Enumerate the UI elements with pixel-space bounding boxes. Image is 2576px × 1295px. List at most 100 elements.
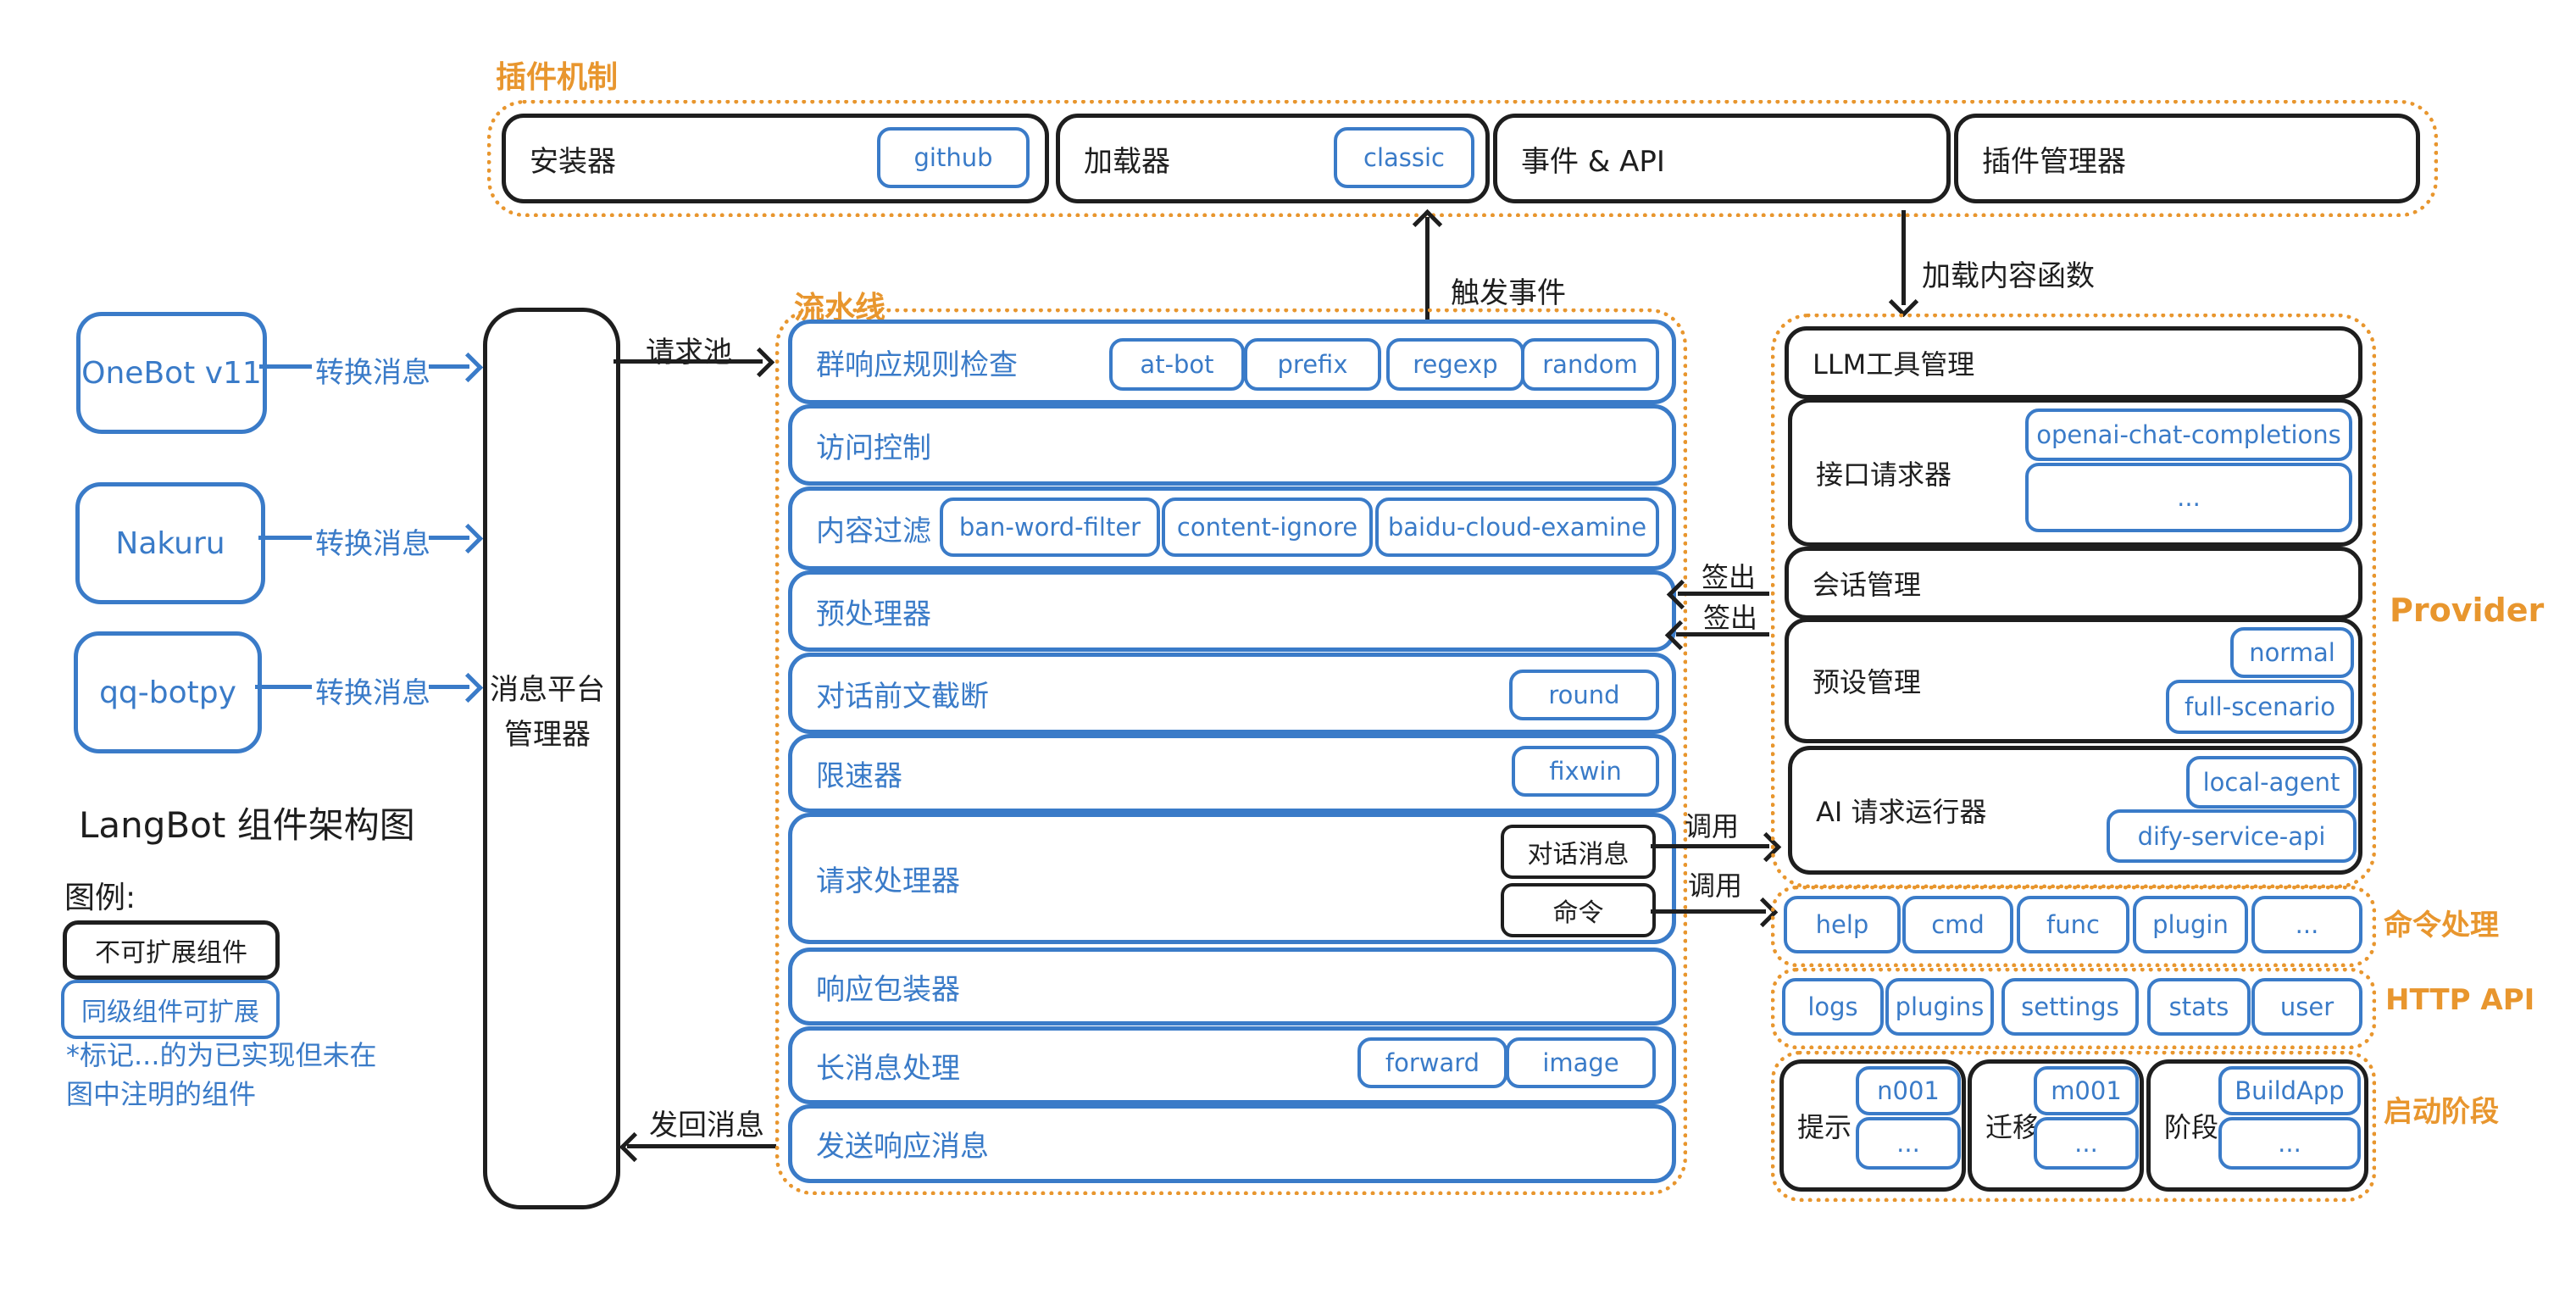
bot-qqbotpy-label: qq-botpy [99,675,236,710]
convert-msg-label-2: 转换消息 [315,527,430,561]
chip-random: random [1521,338,1659,391]
chip-settings: settings [2001,978,2139,1036]
diagram-title: LangBot 组件架构图 [79,804,415,846]
checkout-arrow-line-2 [1676,632,1769,636]
convert-msg-arrowhead-2-icon [452,523,484,554]
command-group-label: 命令处理 [2384,909,2499,942]
bot-onebot-label: OneBot v11 [81,355,262,391]
convert-msg-arrowhead-3-icon [452,672,484,703]
convert-msg-label-1: 转换消息 [315,356,430,390]
convert-msg-line-2 [258,536,312,540]
event-api-box: 事件 & API [1493,114,1951,203]
chip-local-agent: local-agent [2186,756,2357,809]
http-api-label: HTTP API [2385,983,2535,1017]
plugin-manager-label: 插件管理器 [1982,144,2126,179]
loader-label: 加载器 [1084,144,1170,179]
legend-peer-extensible-box: 同级组件可扩展 [61,980,280,1039]
invoke-arrow-line-1 [1651,844,1769,848]
chip-command-more: ... [2251,896,2362,953]
chip-prompt-more: ... [1856,1117,1961,1170]
http-api-border [1771,968,2376,1049]
event-api-label: 事件 & API [1521,144,1665,179]
pipeline-row-response-wrapper: 响应包装器 [788,948,1676,1025]
trigger-event-label: 触发事件 [1451,276,1566,310]
chip-forward: forward [1357,1037,1507,1088]
provider-label: Provider [2390,592,2545,629]
chip-full-scenario: full-scenario [2166,680,2354,734]
checkout-label-2: 签出 [1703,602,1758,634]
load-content-funcs-arrowhead-icon [1888,286,1919,318]
bot-nakuru-label: Nakuru [115,525,225,561]
send-back-arrow-line [627,1144,776,1148]
pipeline-row-preprocessor: 预处理器 [788,570,1676,652]
chip-dify-service-api: dify-service-api [2107,809,2357,863]
chip-logs: logs [1782,978,1884,1036]
chip-migration-more: ... [2034,1117,2139,1170]
pipeline-row-send-response: 发送响应消息 [788,1104,1676,1183]
chip-m001: m001 [2034,1066,2139,1115]
load-content-funcs-arrow-line [1901,210,1906,305]
session-manager-box: 会话管理 [1785,547,2362,620]
message-platform-manager-box [483,308,620,1209]
llm-tool-manager-box: LLM工具管理 [1785,326,2362,399]
bot-onebot-box: OneBot v11 [76,312,267,434]
chip-dialog-message: 对话消息 [1501,825,1656,879]
convert-msg-arrowhead-1-icon [452,352,484,383]
plugin-manager-box: 插件管理器 [1954,114,2420,203]
chip-command: 命令 [1501,883,1656,937]
request-pool-arrowhead-icon [744,347,775,378]
startup-border [1771,1051,2376,1202]
chip-func: func [2017,896,2129,953]
trigger-event-arrow-line [1425,217,1430,336]
chip-buildapp: BuildApp [2218,1066,2361,1115]
invoke-arrow-line-2 [1651,909,1766,914]
startup-label: 启动阶段 [2384,1095,2499,1129]
bot-nakuru-box: Nakuru [75,482,265,604]
chip-ban-word-filter: ban-word-filter [940,497,1160,557]
installer-label: 安装器 [530,144,616,179]
chip-content-ignore: content-ignore [1162,497,1373,557]
request-pool-label: 请求池 [646,336,732,370]
convert-msg-line-2b [429,536,469,540]
chip-cmd: cmd [1902,896,2013,953]
chip-plugins: plugins [1885,978,1994,1036]
chip-normal: normal [2230,627,2354,678]
chip-regexp: regexp [1386,338,1524,391]
bot-qqbotpy-box: qq-botpy [74,631,262,753]
invoke-label-1: 调用 [1685,810,1740,842]
classic-chip: classic [1334,127,1474,188]
convert-msg-line-1b [429,364,469,369]
legend-heading: 图例: [64,881,136,915]
pipeline-border [775,308,1687,1195]
chip-at-bot: at-bot [1109,338,1245,391]
chip-prefix: prefix [1244,338,1381,391]
chip-plugin: plugin [2133,896,2248,953]
load-content-funcs-label: 加载内容函数 [1922,259,2095,293]
checkout-label-1: 签出 [1702,561,1757,593]
chip-api-requester-more: ... [2025,463,2352,532]
invoke-label-2: 调用 [1688,870,1743,902]
chip-user: user [2251,978,2362,1036]
chip-stats: stats [2147,978,2251,1036]
send-back-label: 发回消息 [649,1109,764,1142]
chip-help: help [1784,896,1901,953]
chip-round: round [1509,670,1659,720]
plugin-section-border [487,100,2438,217]
convert-msg-label-3: 转换消息 [315,676,430,710]
legend-note: *标记...的为已实现但未在 图中注明的组件 [66,1039,377,1111]
send-back-arrowhead-icon [619,1131,650,1163]
github-chip: github [877,127,1030,188]
chip-fixwin: fixwin [1512,746,1659,797]
command-group-border [1771,886,2376,967]
chip-n001: n001 [1856,1066,1961,1115]
chip-openai-chat-completions: openai-chat-completions [2025,409,2352,461]
chip-baidu-cloud-examine: baidu-cloud-examine [1375,497,1659,557]
request-pool-arrow-line [613,359,763,364]
pipeline-row-access-control: 访问控制 [788,404,1676,486]
chip-stage-more: ... [2218,1117,2361,1170]
checkout-arrow-line-1 [1678,592,1769,596]
convert-msg-line-3 [255,685,312,689]
plugin-section-title: 插件机制 [496,60,619,95]
convert-msg-line-1 [259,364,312,369]
